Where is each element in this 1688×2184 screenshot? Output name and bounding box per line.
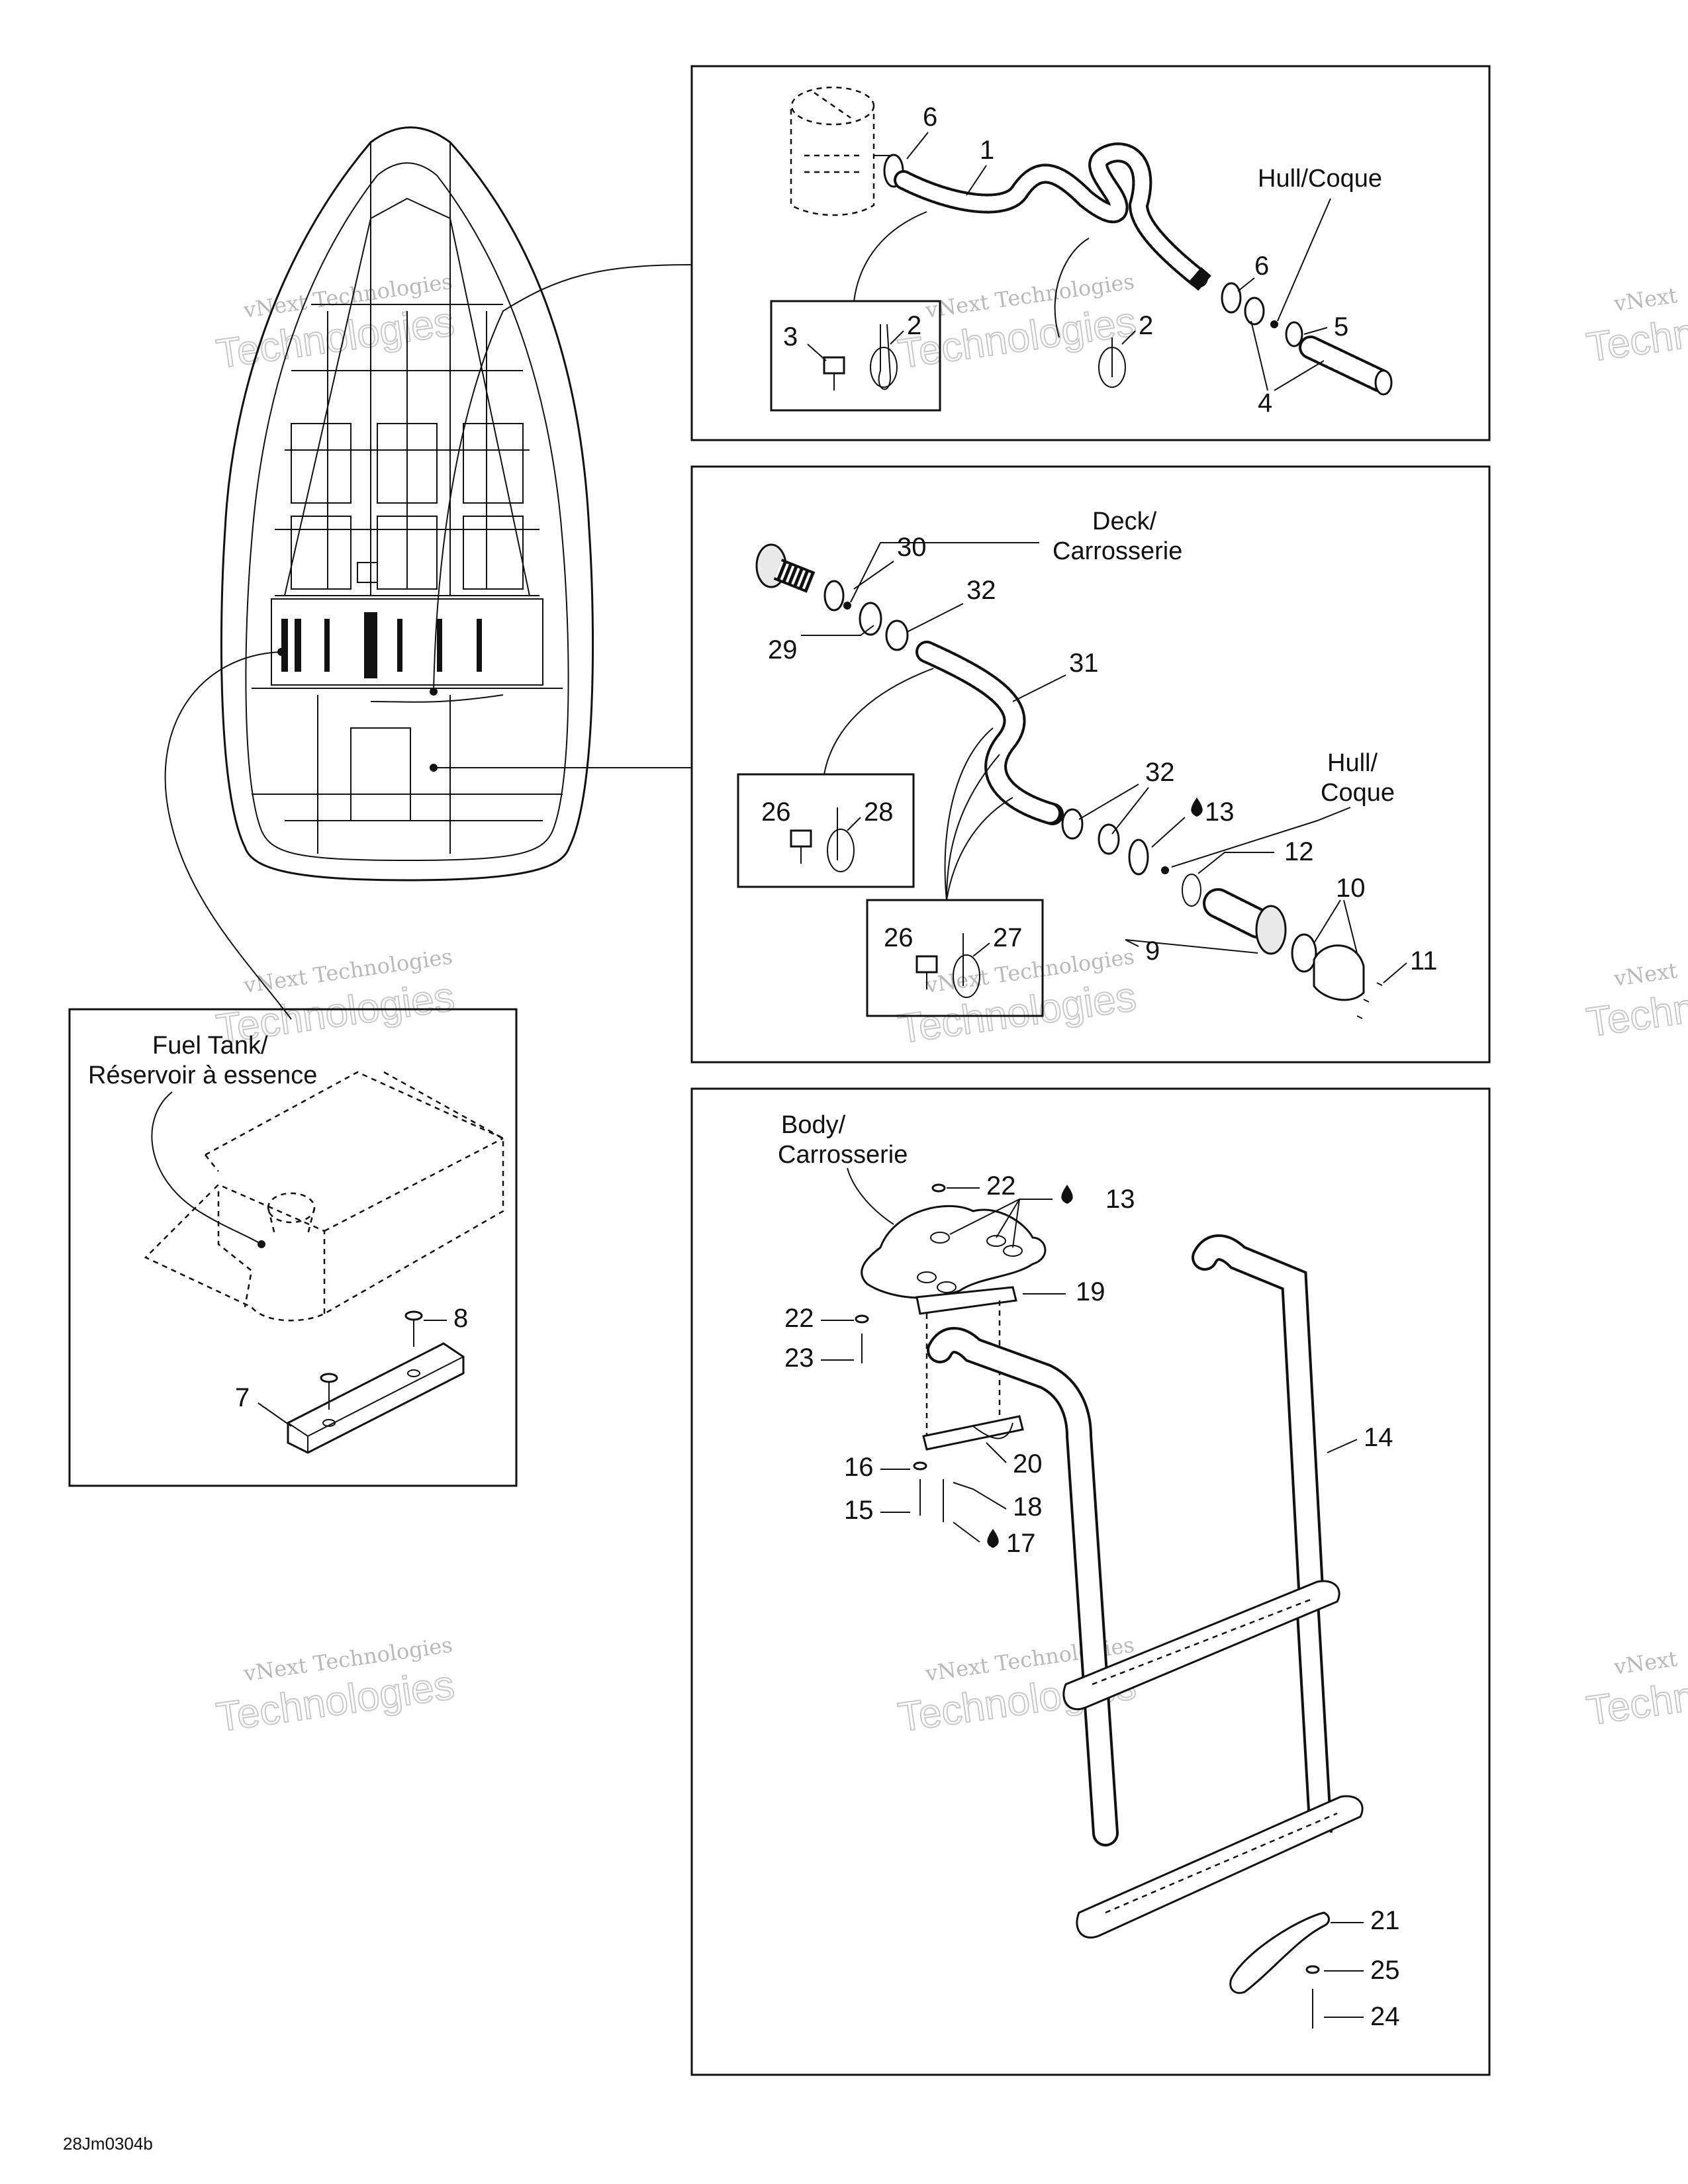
callout-13: 13	[1105, 1185, 1135, 1214]
watermark: vNext Technologies Technologies	[895, 944, 1140, 1053]
callout-27: 27	[993, 923, 1023, 952]
callout-6: 6	[1254, 251, 1269, 281]
watermark-line: vNext	[1612, 283, 1679, 316]
inset-fasteners-mid-b	[866, 899, 1044, 1017]
callout-32: 32	[966, 576, 996, 605]
callout-3: 3	[783, 322, 798, 351]
callout-11: 11	[1410, 946, 1438, 976]
inset-fasteners-top	[770, 300, 941, 412]
callout-28: 28	[864, 797, 894, 827]
leader	[151, 1091, 262, 1245]
mid-fasteners-a	[790, 807, 855, 872]
callout-26: 26	[761, 797, 791, 827]
callout-29: 29	[768, 635, 798, 664]
caption-fuel-tank: Fuel Tank/	[152, 1032, 268, 1060]
callout-14: 14	[1364, 1423, 1393, 1452]
callout-23: 23	[784, 1343, 814, 1373]
callout-16: 16	[844, 1453, 874, 1482]
callout-8: 8	[453, 1304, 468, 1333]
callout-32: 32	[1145, 758, 1175, 787]
callout-24: 24	[1370, 2002, 1400, 2031]
leader	[853, 211, 927, 302]
callout-20: 20	[1013, 1449, 1043, 1479]
drain-hose-assembly	[755, 543, 1383, 1019]
callout-1: 1	[980, 136, 994, 165]
callout-17: 17	[1006, 1529, 1036, 1558]
caption-fuel-tank: Réservoir à essence	[88, 1062, 317, 1089]
detail-frame-drain-hose	[690, 465, 1491, 1064]
callout-2: 2	[1139, 311, 1153, 340]
watermark: vNext Technologies	[1583, 283, 1688, 371]
boarding-ladder-assembly	[855, 1183, 1364, 2028]
figure-code: 28Jm0304b	[63, 2134, 153, 2154]
watermark: vNext Technologies Technologies	[213, 269, 458, 378]
callout-21: 21	[1370, 1906, 1400, 1935]
callout-22: 22	[784, 1304, 814, 1333]
callout-6: 6	[923, 103, 937, 132]
watermark: vNext Technologies	[1583, 958, 1688, 1046]
inset-fasteners-mid-a	[737, 773, 915, 888]
fuel-tank-assembly	[144, 1071, 504, 1454]
caption-hull-top: Hull/Coque	[1258, 165, 1382, 193]
callout-2: 2	[907, 311, 921, 340]
bilge-hose-assembly	[790, 86, 1393, 396]
callout-4: 4	[1258, 388, 1272, 418]
caption-hull-mid: Hull/	[1327, 749, 1378, 777]
detail-frame-fuel-tank	[68, 1008, 518, 1487]
caption-deck: Carrosserie	[1053, 537, 1182, 565]
callout-9: 9	[1145, 936, 1160, 966]
leader	[1054, 238, 1090, 338]
callout-25: 25	[1370, 1956, 1400, 1985]
caption-body: Body/	[781, 1111, 846, 1139]
watermarks: vNext Technologies Technologies vNext Te…	[213, 269, 1688, 1741]
watercraft-overview	[220, 126, 594, 882]
callout-13: 13	[1205, 797, 1235, 827]
caption-deck: Deck/	[1092, 508, 1157, 535]
callout-30: 30	[897, 533, 927, 562]
callout-31: 31	[1069, 649, 1099, 678]
watermark-line: vNext	[1612, 958, 1679, 991]
caption-body: Carrosserie	[778, 1141, 908, 1169]
callout-5: 5	[1334, 312, 1348, 341]
callout-18: 18	[1013, 1492, 1043, 1522]
callout-22: 22	[986, 1171, 1016, 1201]
detail-frame-bilge-hose	[690, 65, 1491, 441]
mid-fasteners-b	[915, 933, 980, 998]
callout-26: 26	[884, 923, 914, 952]
detail-frame-boarding-ladder	[690, 1087, 1491, 2076]
callout-19: 19	[1076, 1277, 1105, 1306]
callout-10: 10	[1336, 874, 1366, 903]
callout-12: 12	[1284, 837, 1314, 866]
location-leaders	[164, 264, 692, 1020]
caption-hull-mid: Coque	[1321, 779, 1395, 807]
watermark-line: vNext	[1612, 1646, 1679, 1680]
callout-7: 7	[235, 1383, 250, 1412]
watermark: vNext Technologies Technologies	[213, 1632, 458, 1741]
top-fasteners	[823, 324, 1126, 390]
callout-15: 15	[844, 1496, 874, 1525]
watermark: vNext Technologies	[1583, 1646, 1688, 1735]
watermark: vNext Technologies Technologies	[895, 269, 1140, 378]
